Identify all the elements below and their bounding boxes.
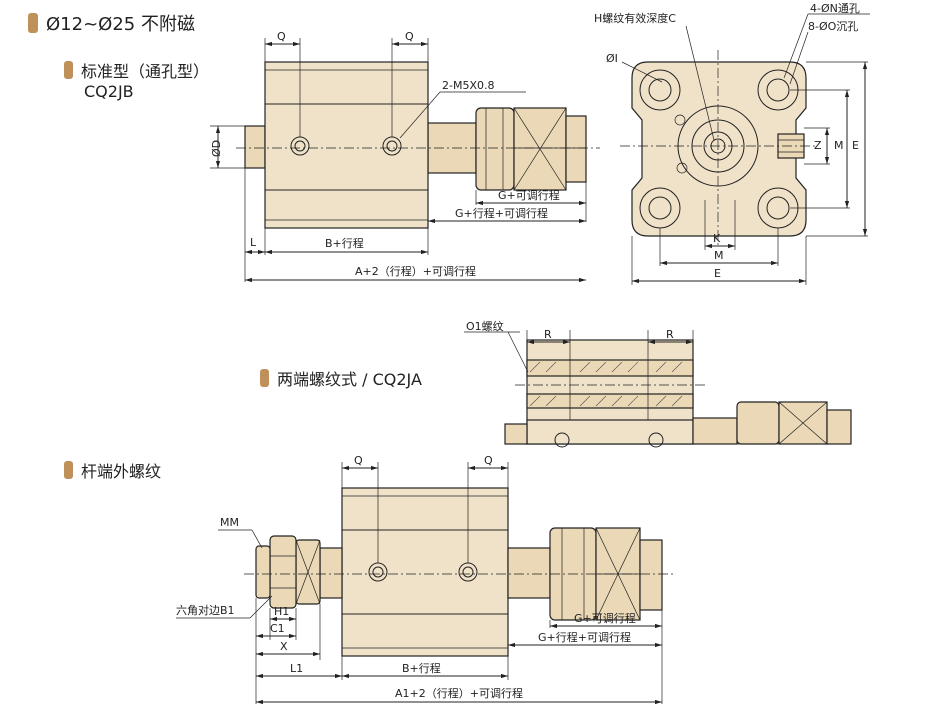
sub1-code: CQ2JB [84,82,134,101]
thread-hatch [529,361,683,407]
q-label-2: Q [405,30,414,43]
mm-label: MM [220,516,239,529]
q-label-1: Q [277,30,286,43]
b-stroke-label: B+行程 [325,237,364,250]
bullet-icon [260,369,269,387]
g-adj-label: G+可调行程 [498,189,560,202]
q-label-3: Q [354,454,363,467]
a-label: A+2（行程）+可调行程 [355,265,476,278]
b-stroke-label-2: B+行程 [402,662,441,675]
cq2jb-end-view: K M E Z M E H螺纹有效深度C ØI 4-ØN通孔 8-ØO沉孔 [594,2,870,285]
cq2jb-side-view: Q Q ØD 2-M5X0.8 G+可调行程 G+行程+可调行程 L B+行程 … [210,30,600,283]
sub2-title: 两端螺纹式 / CQ2JA [277,370,422,389]
a1-label: A1+2（行程）+可调行程 [395,687,523,700]
h-thread-label: H螺纹有效深度C [594,11,676,25]
sub2-header: 两端螺纹式 / CQ2JA [260,366,422,390]
thread-tip [255,545,271,599]
cylinder-body-2 [341,487,509,657]
o-counter-label: 8-ØO沉孔 [808,20,858,33]
rod-end-thread-view: Q Q MM 六角对边B1 H1 C1 X L1 B+行程 G+可调行程 G+行… [176,454,676,705]
m5-label: 2-M5X0.8 [442,79,495,92]
c1-label: C1 [270,622,285,635]
section-header: Ø12~Ø25 不附磁 [28,10,195,36]
g-adj-label-2: G+可调行程 [574,612,636,625]
m-label-bottom: M [714,249,724,262]
l1-label: L1 [290,662,303,675]
sub1-title: 标准型（通孔型） [81,62,210,81]
d-label: ØD [210,140,223,157]
e-label-bottom: E [714,267,721,280]
r-label-1: R [544,328,552,341]
hex-nut-mm [269,535,297,609]
o1-label: O1螺纹 [466,319,504,333]
n-holes-label: 4-ØN通孔 [810,2,860,15]
b1-label: 六角对边B1 [176,603,235,617]
bullet-icon [64,61,73,79]
m-label-right: M [834,139,844,152]
section-title: Ø12~Ø25 不附磁 [46,14,195,35]
x-label: X [280,640,288,653]
k-label: K [713,232,721,245]
l-label: L [250,236,257,249]
g-stroke-adj-label: G+行程+可调行程 [455,207,548,220]
sub3-header: 杆端外螺纹 [64,458,161,482]
e-label-right: E [852,139,859,152]
bullet-icon [64,461,73,479]
corner-hole-tl [639,69,681,111]
q-label-4: Q [484,454,493,467]
z-label: Z [814,139,822,152]
sub1-header: 标准型（通孔型） [64,58,209,82]
end-cap [565,115,587,183]
bullet-icon [28,13,38,33]
rod-end-left [244,125,266,169]
r-label-2: R [666,328,674,341]
h1-label: H1 [274,605,289,618]
cq2ja-view: R R O1螺纹 [464,319,852,448]
adjuster-nut [475,107,515,191]
end-plate [631,61,807,237]
i-label: ØI [606,52,618,65]
g-stroke-adj-label-2: G+行程+可调行程 [538,631,631,644]
cylinder-body [264,61,429,229]
sub3-title: 杆端外螺纹 [81,462,162,481]
